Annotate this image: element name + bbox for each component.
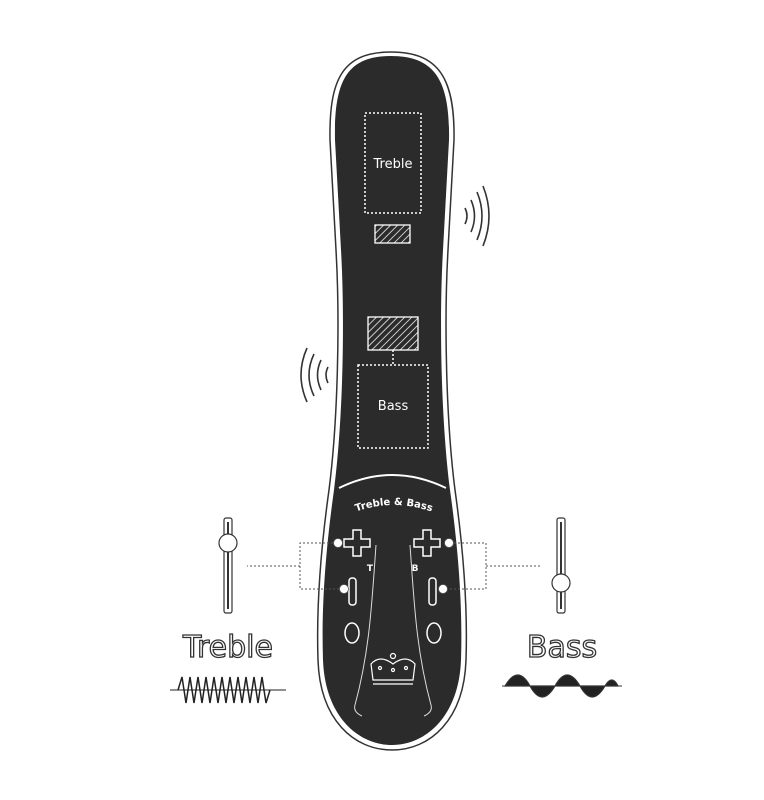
treble-power-button[interactable] [344, 622, 360, 644]
bass-label: Bass [527, 630, 597, 665]
groove-right [409, 544, 432, 717]
bass-plus-button[interactable] [413, 529, 441, 557]
treble-label: Treble [182, 630, 273, 665]
panel-divider [338, 474, 447, 489]
vibration-icon-top [464, 185, 490, 247]
bass-button-letter: B [412, 564, 419, 574]
treble-slider[interactable] [218, 517, 238, 614]
bass-minus-button[interactable] [428, 577, 437, 606]
treble-zone [364, 112, 422, 214]
treble-motor [374, 224, 411, 244]
device-body [322, 56, 462, 745]
callout-dot [444, 538, 454, 548]
treble-zone-label: Treble [373, 157, 413, 172]
bass-power-button[interactable] [426, 622, 442, 644]
callout-dot [339, 584, 349, 594]
bass-slider[interactable] [551, 517, 571, 614]
crown-logo-icon [370, 652, 416, 685]
bass-motor [367, 316, 419, 351]
treble-minus-button[interactable] [348, 577, 357, 606]
treble-button-letter: T [367, 564, 374, 574]
callout-dot [438, 584, 448, 594]
bass-zone-label: Bass [378, 399, 409, 414]
bass-wave-icon [502, 674, 622, 698]
treble-wave-icon [170, 676, 286, 704]
groove-left [354, 544, 377, 717]
device-outline [316, 51, 468, 751]
vibration-icon-bottom [300, 347, 329, 403]
bass-zone [357, 364, 429, 449]
bass-slider-knob[interactable] [551, 573, 571, 593]
callout-dot [333, 538, 343, 548]
treble-plus-button[interactable] [343, 529, 371, 557]
treble-slider-knob[interactable] [218, 533, 238, 553]
